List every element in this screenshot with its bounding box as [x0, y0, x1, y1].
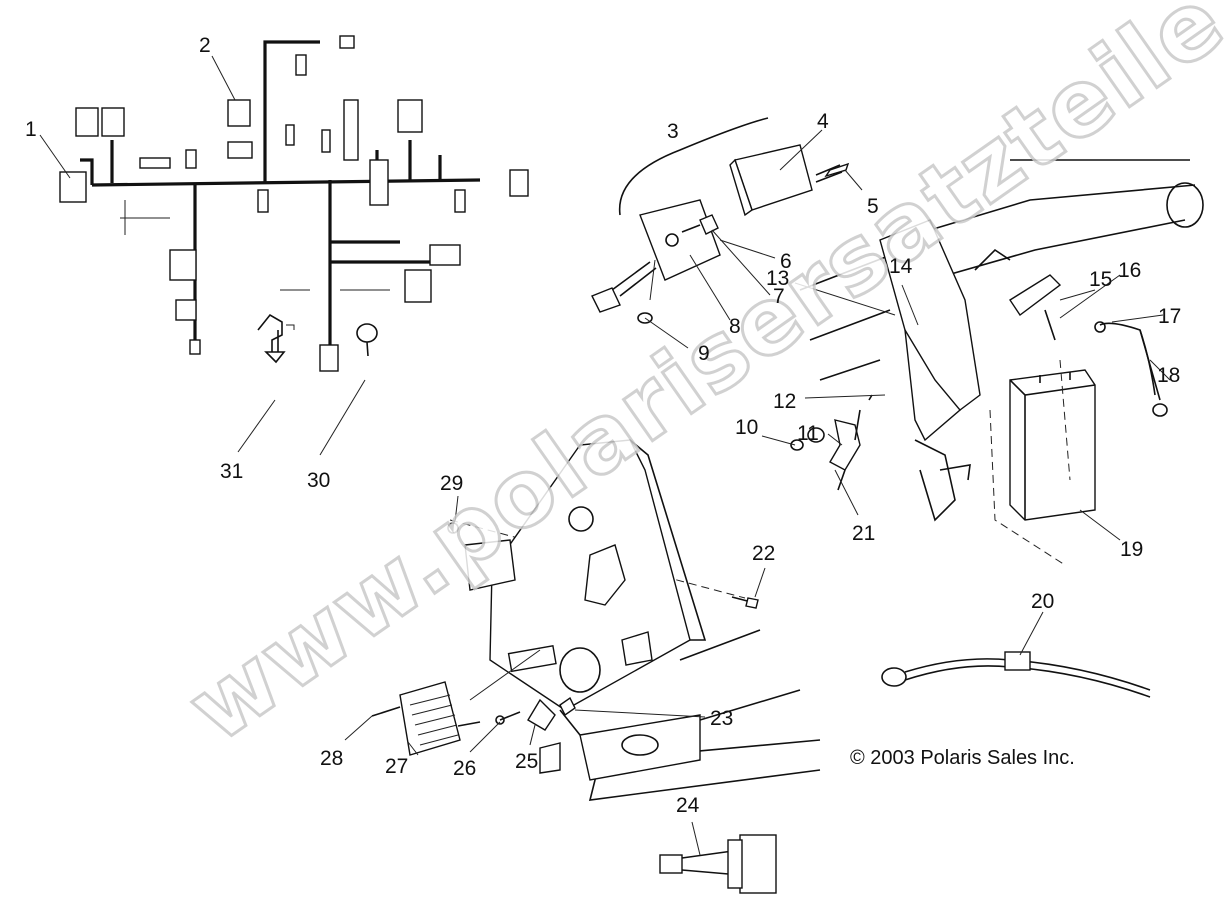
copyright-notice: © 2003 Polaris Sales Inc.	[850, 747, 1075, 769]
callout-labels: 1 2 3 4 5 6 7 8 9 10 11 12 13 14 15 16 1…	[25, 34, 1181, 817]
clip-31	[257, 313, 295, 364]
callout-24: 24	[676, 794, 700, 817]
callout-11: 11	[797, 422, 819, 445]
callout-2: 2	[199, 34, 211, 57]
frame-and-battery	[449, 159, 1204, 599]
callout-12: 12	[773, 390, 796, 413]
clip-30	[356, 323, 378, 357]
connector-24	[659, 834, 777, 894]
callout-18: 18	[1157, 364, 1180, 387]
mounting-plate	[371, 439, 821, 801]
callout-19: 19	[1120, 538, 1143, 561]
callout-16: 16	[1118, 259, 1141, 282]
callout-21: 21	[852, 522, 875, 545]
ground-cable-20	[881, 651, 1151, 698]
callout-7: 7	[773, 285, 785, 308]
callout-8: 8	[729, 315, 741, 338]
callout-17: 17	[1158, 305, 1181, 328]
leader-lines	[39, 55, 1171, 856]
callout-4: 4	[817, 110, 829, 133]
callout-23: 23	[710, 707, 733, 730]
callout-9: 9	[698, 342, 710, 365]
callout-30: 30	[307, 469, 330, 492]
wiring-harness	[59, 35, 529, 372]
callout-14: 14	[889, 255, 913, 278]
callout-20: 20	[1031, 590, 1054, 613]
taillight-assembly	[591, 117, 850, 324]
callout-13: 13	[766, 267, 789, 290]
callout-5: 5	[867, 195, 879, 218]
callout-26: 26	[453, 757, 476, 780]
callout-28: 28	[320, 747, 343, 770]
callout-3: 3	[667, 120, 679, 143]
callout-29: 29	[440, 472, 463, 495]
callout-27: 27	[385, 755, 408, 778]
callout-10: 10	[735, 416, 758, 439]
callout-25: 25	[515, 750, 538, 773]
callout-6: 6	[780, 250, 792, 273]
callout-31: 31	[220, 460, 243, 483]
callout-15: 15	[1089, 268, 1112, 291]
callout-22: 22	[752, 542, 775, 565]
callout-1: 1	[25, 118, 37, 141]
